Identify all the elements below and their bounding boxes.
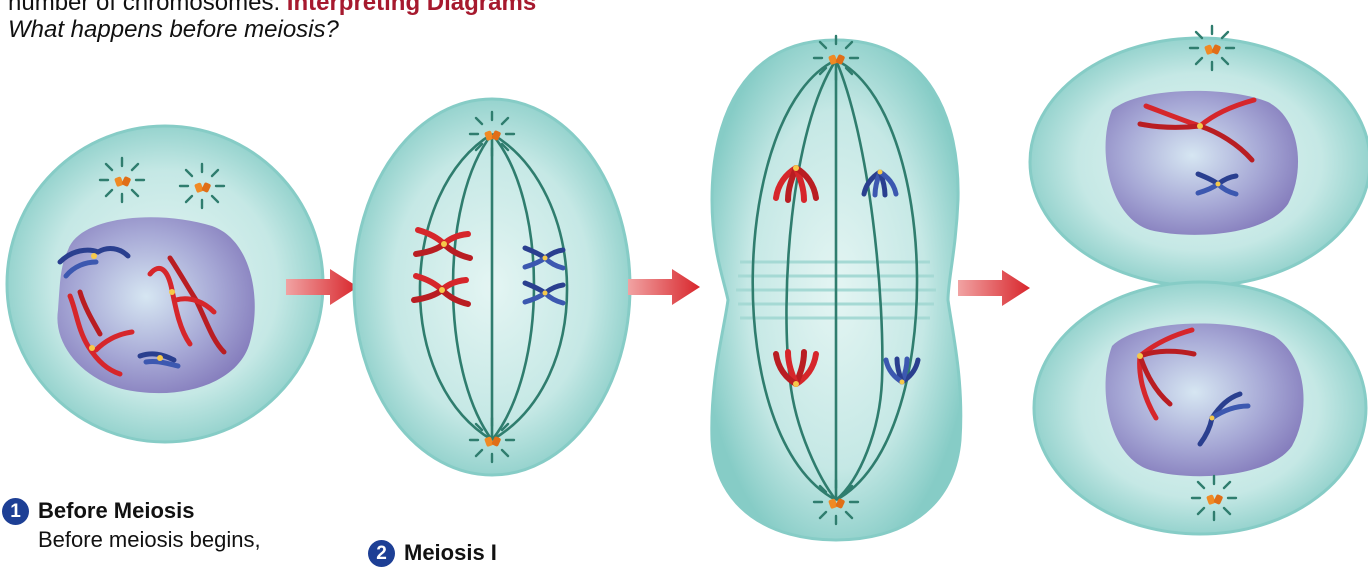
step-body: Before meiosis begins,: [38, 527, 261, 553]
cell-before-meiosis: [7, 126, 323, 442]
cell-anaphase: [712, 36, 961, 540]
meiosis-diagram: [0, 0, 1368, 552]
step-number-badge: 1: [2, 498, 29, 525]
arrow-3: [958, 270, 1030, 306]
arrow-2: [628, 269, 700, 305]
step-title: Meiosis I: [404, 540, 497, 565]
step-meiosis-1: 2 Meiosis I: [368, 539, 497, 567]
daughter-cell-bottom: [1034, 282, 1366, 534]
step-title: Before Meiosis: [38, 498, 195, 523]
daughter-cell-top: [1030, 26, 1368, 286]
cell-spindle: [354, 99, 630, 475]
step-number-badge: 2: [368, 540, 395, 567]
